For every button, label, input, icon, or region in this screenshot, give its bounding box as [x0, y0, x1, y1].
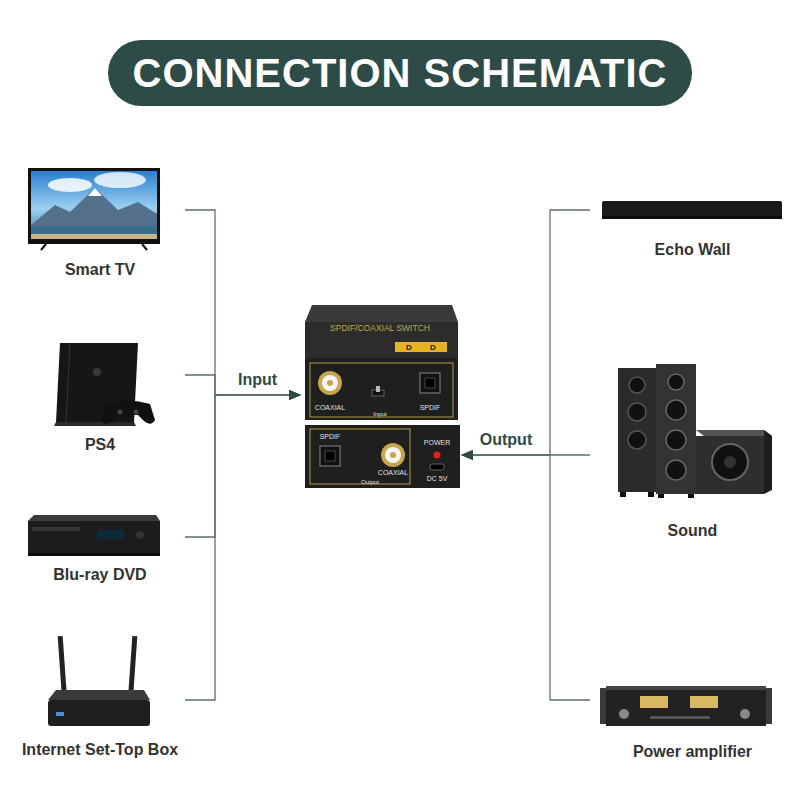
- signal-connector: [185, 395, 300, 700]
- device-name: Smart TV: [0, 260, 205, 280]
- console-illustration: [54, 343, 155, 426]
- device-node: Internet Set-Top Box: [15, 625, 185, 764]
- device-name: Sound: [570, 521, 800, 541]
- device-name: Power amplifier: [570, 742, 800, 762]
- edge-label: Output: [480, 431, 532, 449]
- bluray-illustration: [28, 515, 160, 556]
- device-node: PS4: [15, 335, 185, 459]
- switch-illustration: [305, 305, 460, 488]
- device-node: Smart TV: [15, 160, 185, 284]
- edge-label: Input: [238, 371, 277, 389]
- device-name: PS4: [0, 435, 205, 455]
- signal-connector: [462, 455, 590, 700]
- panel-label: SPDIF: [420, 404, 441, 412]
- device-node: Echo Wall: [590, 190, 795, 264]
- switch-device: SPDIF/COAXIAL SWITCHCOAXIALInputSPDIFSPD…: [300, 305, 462, 490]
- panel-label: Output: [361, 478, 379, 486]
- badge-letter: D: [430, 343, 436, 352]
- settop-illustration: [48, 636, 150, 726]
- title-text: CONNECTION SCHEMATIC: [133, 51, 668, 96]
- badge-letter: D: [406, 343, 412, 352]
- device-node: Blu-ray DVD: [15, 505, 185, 589]
- panel-label: Input: [373, 410, 386, 418]
- device-name: Echo Wall: [570, 240, 800, 260]
- device-node: Power amplifier: [590, 675, 795, 766]
- panel-label: DC 5V: [427, 475, 448, 483]
- tv-illustration: [28, 168, 160, 250]
- panel-label: COAXIAL: [315, 404, 345, 412]
- device-node: Sound: [590, 355, 795, 545]
- device-name: Blu-ray DVD: [0, 565, 205, 585]
- amplifier-illustration: [600, 686, 772, 726]
- panel-label: COAXIAL: [378, 469, 408, 477]
- signal-connector: [185, 395, 300, 537]
- signal-connector: [462, 210, 590, 455]
- device-name: Internet Set-Top Box: [0, 740, 205, 760]
- soundbar-illustration: [602, 201, 782, 219]
- panel-label: POWER: [424, 439, 450, 447]
- panel-label: SPDIF/COAXIAL SWITCH: [330, 324, 430, 332]
- signal-connector: [185, 210, 300, 395]
- panel-label: SPDIF: [320, 433, 341, 441]
- speaker-illustration: [618, 364, 772, 498]
- title-pill: CONNECTION SCHEMATIC: [108, 40, 692, 106]
